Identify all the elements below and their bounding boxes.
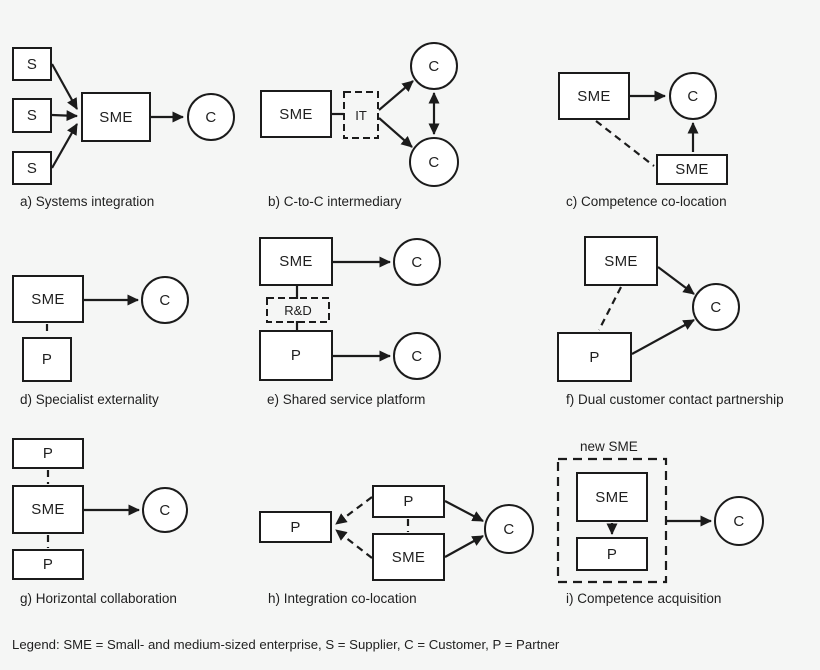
sme-box: SME — [259, 237, 333, 286]
arrow-ptop-to-customer-h — [444, 500, 484, 522]
partner-box: P — [259, 511, 332, 543]
panel-h-caption: h) Integration co-location — [268, 591, 417, 606]
sme-box: SME — [372, 533, 445, 581]
arrow-sme-to-customer-h — [444, 535, 484, 558]
customer-circle: C — [714, 496, 764, 546]
customer-circle: C — [669, 72, 717, 120]
customer-circle: C — [484, 504, 534, 554]
partner-box: P — [12, 549, 84, 580]
customer-circle: C — [187, 93, 235, 141]
supplier-box: S — [12, 151, 52, 185]
panel-a-caption: a) Systems integration — [20, 194, 155, 209]
customer-circle: C — [409, 137, 459, 187]
rnd-platform-label: R&D — [284, 302, 312, 318]
sme-box: SME — [558, 72, 630, 120]
panel-f-caption: f) Dual customer contact partnership — [566, 392, 784, 407]
legend-text: Legend: SME = Small- and medium-sized en… — [12, 637, 560, 652]
partner-box: P — [576, 537, 648, 571]
arrow-it-to-customer-bottom — [378, 117, 413, 148]
customer-circle: C — [142, 487, 188, 533]
sme-box: SME — [656, 154, 728, 185]
it-intermediary-label: IT — [355, 107, 367, 123]
panel-i-caption: i) Competence acquisition — [566, 591, 722, 606]
panel-d-caption: d) Specialist externality — [20, 392, 159, 407]
sme-box: SME — [12, 275, 84, 323]
it-intermediary-dashed-rect — [343, 91, 379, 139]
customer-circle: C — [410, 42, 458, 90]
arrow-sme-to-customer-f — [657, 266, 695, 295]
arrow-supplier1-to-sme — [51, 63, 78, 110]
sme-box: SME — [260, 90, 332, 138]
partner-box: P — [12, 438, 84, 469]
partner-box: P — [557, 332, 632, 382]
rnd-platform-dashed-rect — [266, 297, 330, 323]
supplier-box: S — [12, 98, 52, 133]
panel-e-caption: e) Shared service platform — [267, 392, 426, 407]
sme-box: SME — [81, 92, 151, 142]
partner-box: P — [22, 337, 72, 382]
arrow-supplier2-to-sme — [51, 110, 78, 122]
dashed-link-sme1-sme2 — [595, 120, 655, 167]
supplier-box: S — [12, 47, 52, 81]
customer-circle: C — [692, 283, 740, 331]
arrow-supplier3-to-sme — [51, 123, 78, 169]
dashed-link-sme-partner-f — [598, 286, 622, 331]
panel-c-caption: c) Competence co-location — [566, 194, 727, 209]
dashed-arrow-ptop-to-pleft — [335, 496, 373, 525]
dashed-arrow-sme-to-pleft — [335, 529, 373, 559]
customer-circle: C — [393, 238, 441, 286]
arrow-it-to-customer-top — [378, 80, 414, 111]
panel-b-caption: b) C-to-C intermediary — [268, 194, 402, 209]
partner-box: P — [372, 485, 445, 518]
partner-box: P — [259, 330, 333, 381]
sme-box: SME — [584, 236, 658, 286]
new-sme-group-label: new SME — [580, 439, 638, 454]
sme-box: SME — [12, 485, 84, 534]
arrow-partner-to-customer-f — [631, 319, 695, 355]
customer-circle: C — [393, 332, 441, 380]
customer-circle: C — [141, 276, 189, 324]
panel-g-caption: g) Horizontal collaboration — [20, 591, 177, 606]
sme-box: SME — [576, 472, 648, 522]
